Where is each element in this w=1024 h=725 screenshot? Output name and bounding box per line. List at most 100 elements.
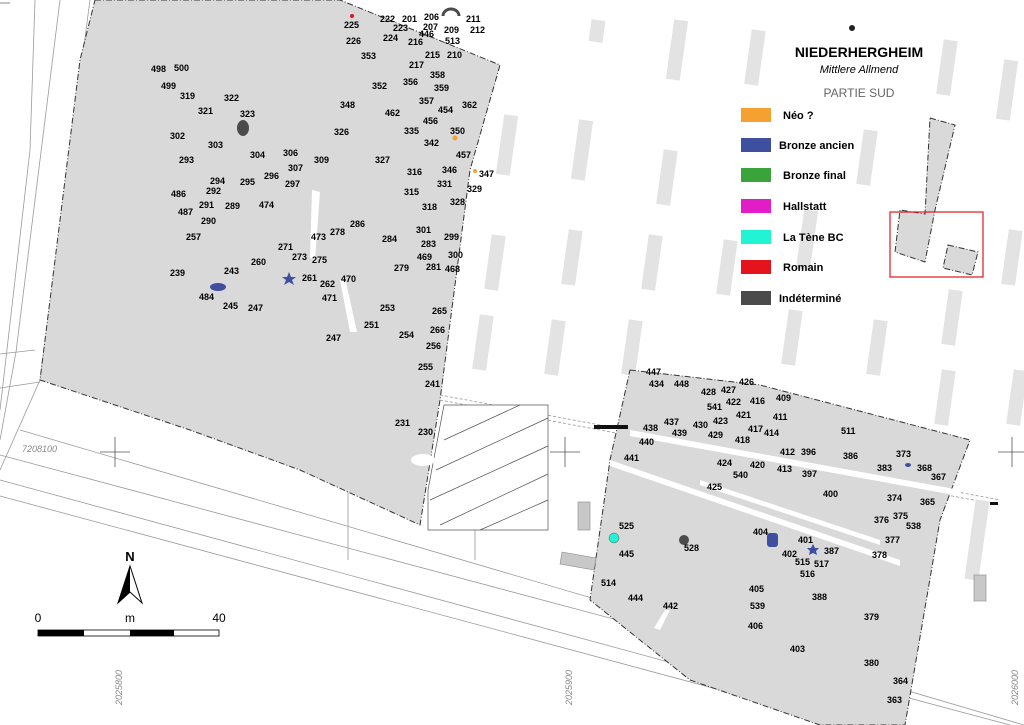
legend-item: Bronze final <box>741 168 846 182</box>
feature-label: 364 <box>893 676 908 686</box>
feature-label: 484 <box>199 292 214 302</box>
feature-label: 254 <box>399 330 414 340</box>
scale-bar: 0 m 40 <box>35 611 226 637</box>
scale-end-label: 40 <box>212 611 226 625</box>
legend-item: Hallstatt <box>741 199 827 213</box>
feature-label: 275 <box>312 255 327 265</box>
feature-label: 316 <box>407 167 422 177</box>
feature-label: 286 <box>350 219 365 229</box>
feature-label: 448 <box>674 379 689 389</box>
legend-item: La Tène BC <box>741 230 844 244</box>
feature-label: 379 <box>864 612 879 622</box>
feature-label: 517 <box>814 559 829 569</box>
feature-label: 540 <box>733 470 748 480</box>
feature-label: 515 <box>795 557 810 567</box>
legend-label: Hallstatt <box>783 201 827 213</box>
feature-label: 346 <box>442 165 457 175</box>
feature-label: 256 <box>426 341 441 351</box>
feature-label: 368 <box>917 463 932 473</box>
feature-label: 284 <box>382 234 397 244</box>
feature-label: 413 <box>777 464 792 474</box>
feature-label: 456 <box>423 116 438 126</box>
legend-item: Romain <box>741 260 824 274</box>
feature-label: 207 <box>423 22 438 32</box>
feature-label: 420 <box>750 460 765 470</box>
feature-label: 380 <box>864 658 879 668</box>
feature-label: 387 <box>824 546 839 556</box>
feature-label: 386 <box>843 451 858 461</box>
feature-label: 446 <box>419 29 434 39</box>
feature-label: 500 <box>174 63 189 73</box>
feature-label: 321 <box>198 106 213 116</box>
feature-label: 331 <box>437 179 452 189</box>
hatched-parcel <box>427 404 549 531</box>
legend-swatch <box>741 138 771 152</box>
inset-zone-a <box>894 117 956 263</box>
legend-swatch <box>741 108 771 122</box>
feature-label: 215 <box>425 50 440 60</box>
feature-label: 486 <box>171 189 186 199</box>
feature-label: 309 <box>314 155 329 165</box>
feature-label: 471 <box>322 293 337 303</box>
coordinates: 7208100 2025800 2025900 2026000 <box>22 444 1020 706</box>
feature-label: 457 <box>456 150 471 160</box>
feature-label: 297 <box>285 179 300 189</box>
feature-label: 541 <box>707 402 722 412</box>
legend-swatch <box>741 168 771 182</box>
feature-label: 434 <box>649 379 664 389</box>
feature-label: 513 <box>445 36 460 46</box>
buildings <box>559 425 998 602</box>
feature-label: 528 <box>684 543 699 553</box>
feature-label: 319 <box>180 91 195 101</box>
feature-label: 402 <box>782 549 797 559</box>
feature-label: 206 <box>424 12 439 22</box>
coloured-features <box>210 7 911 547</box>
feature-label: 223 <box>393 23 408 33</box>
feature-label: 347 <box>479 169 494 179</box>
feature-label: 375 <box>893 511 908 521</box>
feature-label: 487 <box>178 207 193 217</box>
feature-label: 421 <box>736 410 751 420</box>
feature-label: 404 <box>753 527 768 537</box>
feature-label: 444 <box>628 593 643 603</box>
feature-label: 261 <box>302 273 317 283</box>
feature-label: 322 <box>224 93 239 103</box>
grid-crosses <box>100 437 1024 467</box>
legend-swatch <box>741 230 771 244</box>
feature-label: 362 <box>462 100 477 110</box>
feature-label: 302 <box>170 131 185 141</box>
feature-label: 423 <box>713 416 728 426</box>
legend-label: Bronze ancien <box>779 140 854 152</box>
scale-unit-label: m <box>125 611 135 625</box>
feature-label: 271 <box>278 242 293 252</box>
feature-label: 425 <box>707 482 722 492</box>
feature-label: 225 <box>344 20 359 30</box>
feature-label: 350 <box>450 126 465 136</box>
feature-label: 291 <box>199 200 214 210</box>
feature-label: 469 <box>417 252 432 262</box>
feature-label: 226 <box>346 36 361 46</box>
excavation-zones <box>39 0 979 725</box>
feature-label: 445 <box>619 549 634 559</box>
feature-label: 498 <box>151 64 166 74</box>
legend-swatch <box>741 199 771 213</box>
feature-label: 365 <box>920 497 935 507</box>
feature-label: 438 <box>643 423 658 433</box>
feature-label: 396 <box>801 447 816 457</box>
feature-label: 474 <box>259 200 274 210</box>
inset-zone-b <box>942 244 979 276</box>
feature-label: 217 <box>409 60 424 70</box>
feature-label: 397 <box>802 469 817 479</box>
feature-label: 428 <box>701 387 716 397</box>
feature-label: 251 <box>364 320 379 330</box>
feature-label: 329 <box>467 184 482 194</box>
feature-label: 511 <box>841 426 856 436</box>
feature-label: 266 <box>430 325 445 335</box>
feature-label: 301 <box>416 225 431 235</box>
feature-label: 439 <box>672 428 687 438</box>
legend-label: Néo ? <box>783 110 814 122</box>
feature-label: 388 <box>812 592 827 602</box>
feature-label: 230 <box>418 427 433 437</box>
feature-label: 348 <box>340 100 355 110</box>
